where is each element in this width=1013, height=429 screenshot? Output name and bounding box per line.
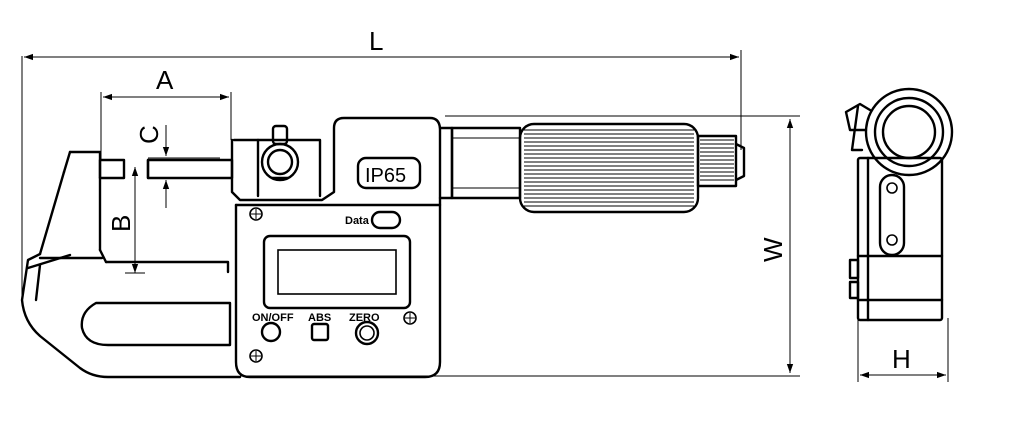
abs-button[interactable] bbox=[310, 322, 330, 342]
anvil-spindle bbox=[98, 158, 234, 180]
dimension-label-C: C bbox=[134, 125, 164, 144]
lcd-display bbox=[262, 234, 412, 310]
thimble[interactable] bbox=[518, 122, 700, 214]
side-view bbox=[844, 87, 954, 322]
dimension-B: B bbox=[106, 167, 145, 274]
screw-bottom-right bbox=[403, 311, 417, 325]
thimble-knurling bbox=[524, 129, 694, 207]
dimension-label-L: L bbox=[369, 26, 383, 56]
ip-rating-label: IP65 bbox=[365, 165, 406, 187]
ratchet-knurling bbox=[700, 139, 734, 181]
on-off-label: ON/OFF bbox=[252, 312, 294, 324]
dimension-L: L bbox=[21, 26, 742, 300]
zero-button[interactable] bbox=[354, 320, 380, 346]
data-button-label: Data bbox=[345, 215, 370, 227]
on-off-button[interactable] bbox=[260, 321, 282, 343]
dimension-label-B: B bbox=[106, 215, 136, 232]
dimension-label-A: A bbox=[156, 65, 174, 95]
data-button[interactable] bbox=[370, 210, 402, 230]
lcd-screen bbox=[277, 249, 397, 295]
ratchet[interactable] bbox=[696, 134, 738, 188]
screw-bottom-left bbox=[249, 349, 263, 363]
dimension-A: A bbox=[100, 65, 232, 160]
abs-label: ABS bbox=[308, 312, 331, 324]
dimension-label-H: H bbox=[892, 344, 911, 374]
zero-label: ZERO bbox=[349, 312, 380, 324]
dimension-label-W: W bbox=[758, 237, 788, 262]
screw-top-left bbox=[249, 207, 263, 221]
dimension-H: H bbox=[857, 318, 949, 382]
micrometer-frame bbox=[20, 150, 242, 379]
sleeve-thimble bbox=[438, 122, 746, 214]
micrometer-body: IP65 Data ON/OFF ABS ZERO bbox=[230, 116, 442, 379]
